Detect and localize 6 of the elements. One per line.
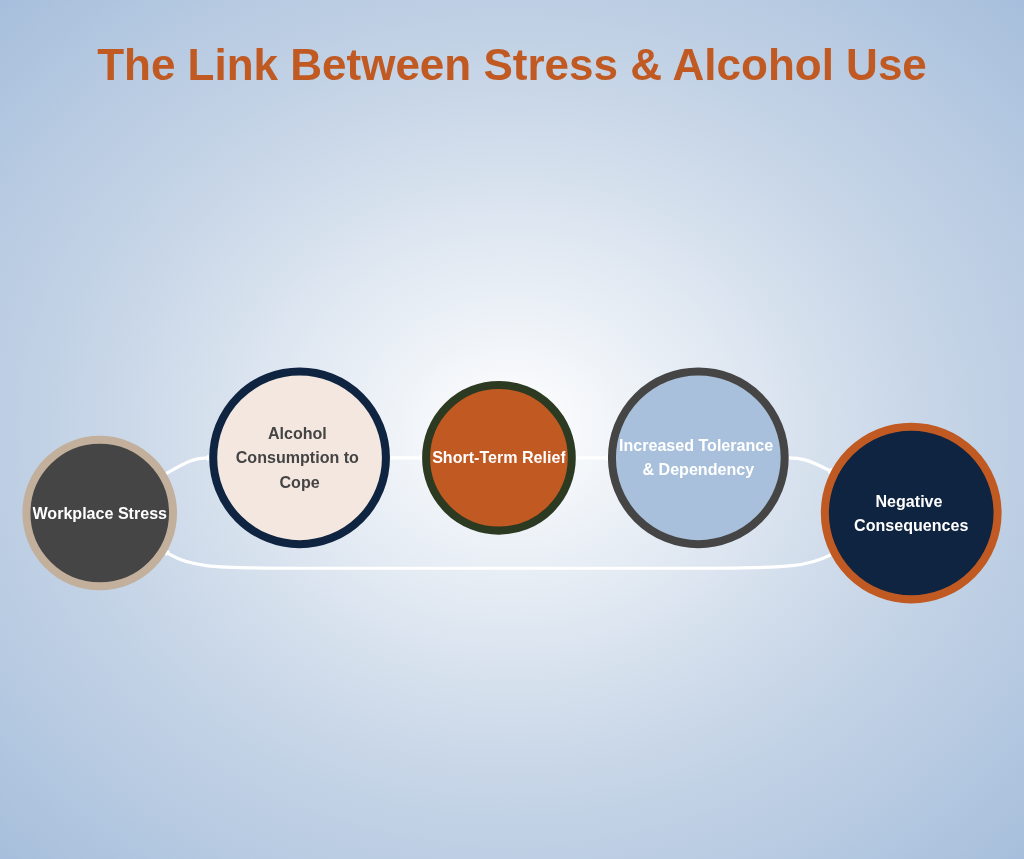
node-circle: Workplace Stress: [22, 435, 178, 590]
node-circle: Short-Term Relief: [422, 380, 576, 535]
node-circle: Alcohol Consumption to Cope: [209, 367, 390, 548]
diagram-title: The Link Between Stress & Alcohol Use: [97, 40, 927, 89]
node-circle: Negative Consequences: [820, 422, 1002, 603]
node-circle: Increased Tolerance & Dependency: [607, 367, 789, 548]
